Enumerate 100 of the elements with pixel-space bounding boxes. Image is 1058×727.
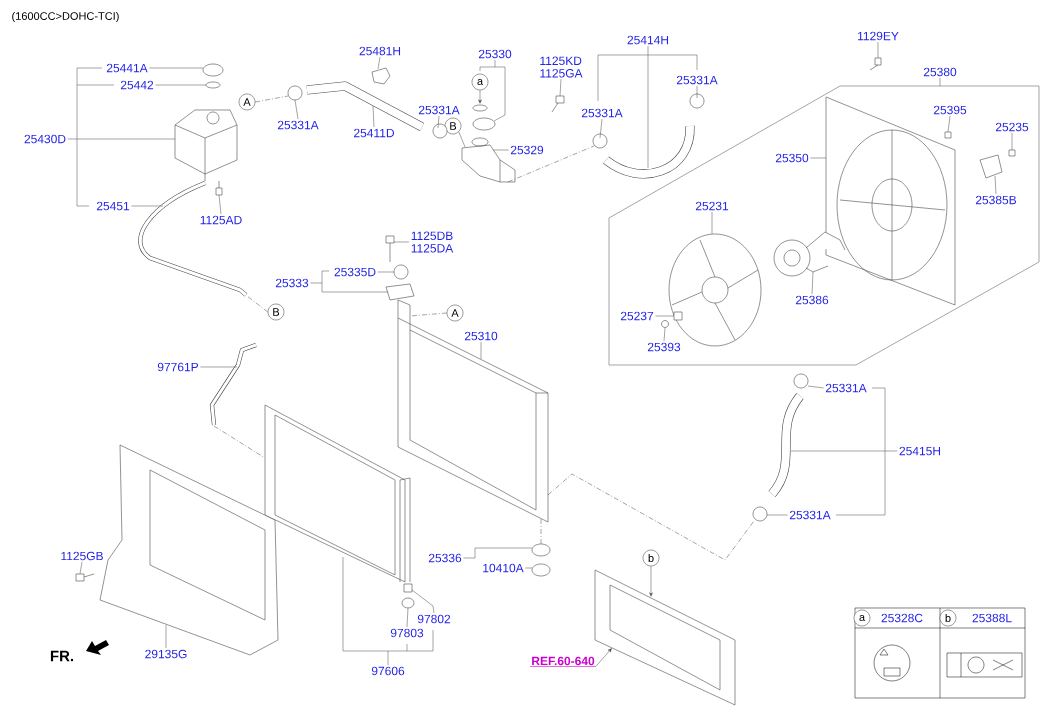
part-number: 25237 bbox=[620, 311, 654, 321]
nut-drawing bbox=[661, 320, 669, 328]
part-number: 1125DB 1125DA bbox=[411, 231, 454, 253]
part-number: 25395 bbox=[933, 105, 967, 115]
leader-line bbox=[165, 624, 167, 649]
part-number: 25331A bbox=[418, 105, 460, 115]
leader-line bbox=[218, 194, 222, 215]
part-number: 25380 bbox=[923, 67, 957, 77]
leader-line bbox=[790, 450, 898, 452]
reference-label: REF.60-640 bbox=[529, 656, 597, 667]
part-number: 97761P bbox=[157, 362, 199, 372]
radiator-cap-drawing bbox=[472, 117, 496, 131]
part-number: 25235 bbox=[995, 122, 1029, 132]
filler-cap-drawing bbox=[202, 63, 224, 77]
leader-line bbox=[480, 341, 482, 360]
hose-clamp-drawing bbox=[752, 506, 768, 522]
part-number: 25411D bbox=[354, 128, 394, 138]
leader-line bbox=[406, 607, 409, 628]
bolt-drawing bbox=[75, 573, 95, 582]
plug-drawing bbox=[403, 583, 413, 593]
leader-line bbox=[213, 425, 266, 459]
hose-clamp-drawing bbox=[432, 123, 448, 139]
leader-line bbox=[149, 67, 204, 69]
part-number: 10410A bbox=[483, 563, 524, 573]
leader-line bbox=[649, 565, 653, 597]
leader-line bbox=[766, 514, 788, 516]
part-number: 97606 bbox=[371, 666, 405, 676]
part-number: 25441A bbox=[106, 63, 148, 73]
part-number: 25231 bbox=[695, 201, 729, 211]
leader-line bbox=[155, 84, 207, 86]
leader-line bbox=[807, 385, 824, 389]
part-number: 97802 bbox=[417, 614, 451, 624]
seal-ring-drawing bbox=[472, 104, 488, 112]
insulator-drawing bbox=[531, 543, 551, 557]
bushing-drawing bbox=[393, 264, 409, 280]
leader-line bbox=[131, 205, 164, 207]
bracket-drawing bbox=[385, 283, 415, 301]
leader-line bbox=[478, 89, 482, 104]
leader-line bbox=[595, 648, 612, 667]
leader-line bbox=[877, 41, 879, 59]
seal-ring-drawing bbox=[205, 81, 221, 89]
part-number: 25430D bbox=[24, 134, 66, 144]
insulator-drawing bbox=[401, 597, 415, 609]
part-number: 25333 bbox=[275, 278, 309, 288]
leader-line bbox=[377, 56, 381, 70]
part-number: 25328C bbox=[881, 613, 923, 623]
part-number: 97803 bbox=[390, 628, 424, 638]
part-number: 25386 bbox=[795, 295, 829, 305]
part-number: 25451 bbox=[96, 201, 130, 211]
leader-line bbox=[947, 115, 951, 133]
bolt-drawing bbox=[385, 235, 395, 263]
hose-clamp-drawing bbox=[592, 133, 608, 149]
leader-line bbox=[939, 77, 941, 87]
leader-line bbox=[372, 105, 375, 128]
insulator-drawing bbox=[531, 563, 551, 577]
leader-line bbox=[463, 547, 533, 559]
part-number: 1125KD 1125GA bbox=[540, 56, 583, 78]
leader-line bbox=[540, 518, 542, 545]
leader-line bbox=[200, 366, 238, 368]
part-number: 25393 bbox=[647, 342, 681, 352]
part-number: 25335D bbox=[334, 267, 376, 277]
condenser-drawing bbox=[264, 404, 411, 583]
leader-line bbox=[437, 115, 440, 129]
hose-drawing bbox=[603, 125, 695, 179]
leader-line bbox=[342, 556, 389, 666]
hose-clamp-drawing bbox=[793, 373, 809, 389]
carrier-drawing bbox=[594, 569, 736, 706]
bolt-drawing bbox=[1008, 149, 1016, 157]
hose-drawing bbox=[768, 393, 804, 497]
part-number: 25414H bbox=[627, 35, 669, 45]
part-number: 25415H bbox=[899, 446, 941, 456]
part-number: 25350 bbox=[775, 153, 809, 163]
bolt-drawing bbox=[551, 95, 565, 113]
part-number: 25330 bbox=[478, 49, 512, 59]
part-number: 25336 bbox=[428, 553, 462, 563]
part-number: 25331A bbox=[277, 120, 319, 130]
leader-line bbox=[507, 145, 595, 183]
part-number: 25385B bbox=[975, 195, 1017, 205]
hose-clip-drawing bbox=[371, 67, 391, 85]
leader-line bbox=[663, 327, 666, 342]
part-number: 25331A bbox=[581, 108, 623, 118]
leader-line bbox=[254, 95, 289, 103]
leader-line bbox=[393, 241, 410, 243]
radiator-drawing bbox=[397, 299, 549, 523]
leader-line bbox=[310, 282, 389, 293]
part-number: 1129EY bbox=[858, 31, 899, 41]
leader-line bbox=[547, 473, 755, 561]
leader-line bbox=[994, 175, 997, 195]
part-number: 25481H bbox=[359, 46, 401, 56]
leader-line bbox=[655, 315, 675, 317]
leader-line bbox=[696, 85, 698, 99]
leader-line bbox=[811, 271, 814, 295]
leader-line bbox=[810, 157, 827, 159]
leader-line bbox=[492, 149, 509, 151]
part-number: 25331A bbox=[789, 510, 831, 520]
leader-line bbox=[647, 45, 649, 169]
leader-line bbox=[67, 138, 176, 140]
part-number: 25442 bbox=[120, 80, 154, 90]
heading: (1600CC>DOHC-TCI) bbox=[12, 11, 119, 23]
overflow-hose-drawing bbox=[138, 181, 248, 297]
